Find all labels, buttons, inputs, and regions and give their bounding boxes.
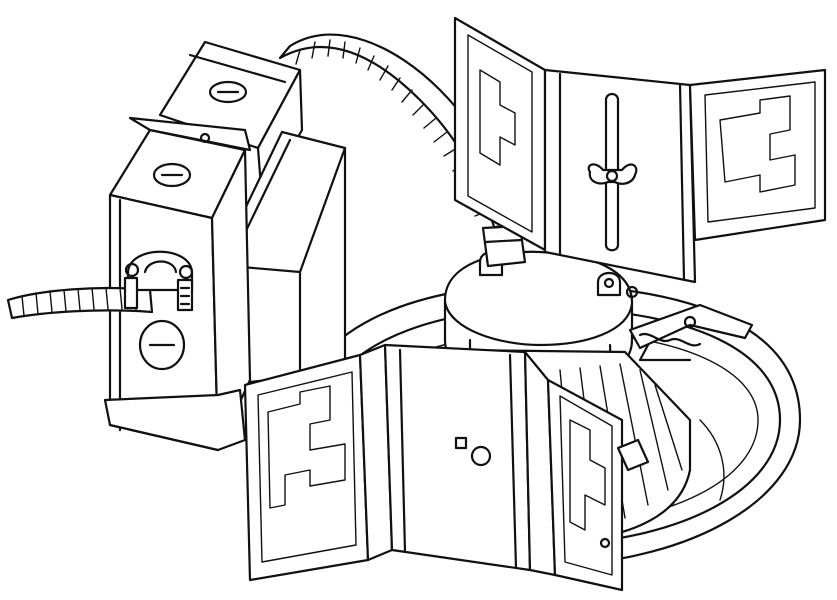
junction-box-front: [103, 116, 252, 452]
wing-nut: [587, 163, 638, 185]
torsion-spring-clip: [628, 303, 754, 362]
mounting-bracket-rear: [453, 16, 827, 284]
mounting-bracket-front-right: [523, 350, 650, 592]
cable-clamp: [123, 250, 194, 312]
knockout: [138, 319, 186, 371]
mounting-bracket-front: [243, 343, 532, 582]
knockout: [152, 162, 192, 188]
armored-cable: [6, 286, 154, 320]
